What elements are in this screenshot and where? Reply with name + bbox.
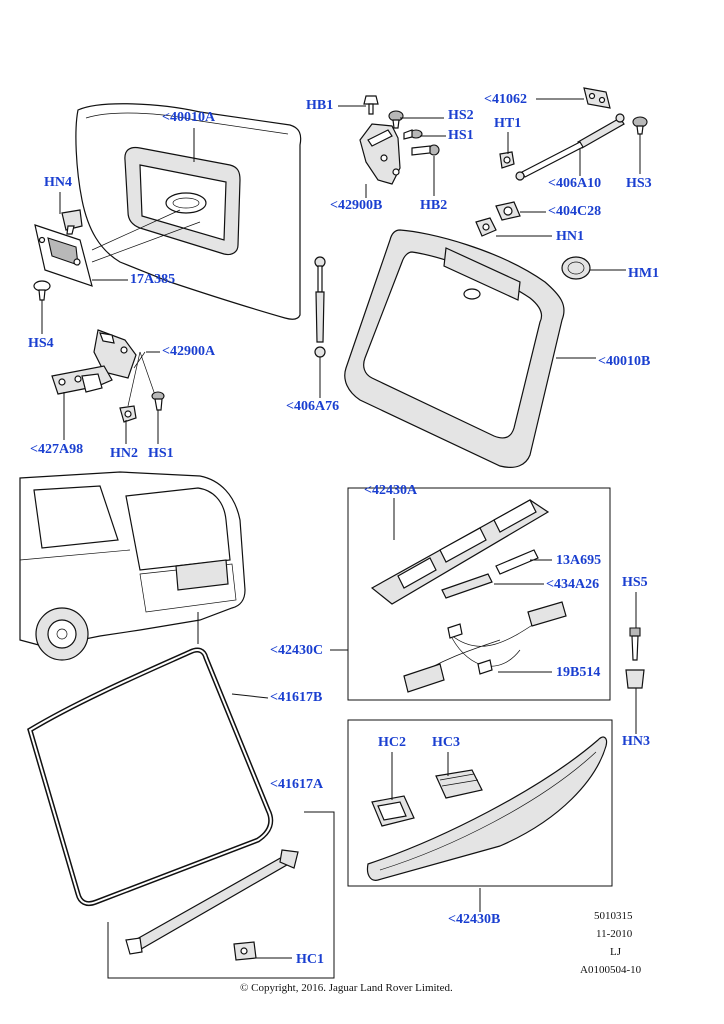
label-hn2: HN2 <box>110 446 138 461</box>
label-41617b: <41617B <box>270 690 323 705</box>
hinge-left-assembly <box>51 329 156 407</box>
hc2-clip <box>371 795 415 827</box>
label-13a695: 13A695 <box>556 553 602 568</box>
label-hs1-right: HS1 <box>448 128 474 143</box>
leader-lines <box>41 98 641 959</box>
hs4-screw <box>33 280 51 301</box>
label-42900b: <42900B <box>330 198 383 213</box>
label-hc3: HC3 <box>432 735 460 750</box>
label-hb2: HB2 <box>420 198 448 213</box>
label-40010a: <40010A <box>162 110 216 125</box>
hn3-clip <box>625 669 645 689</box>
label-ht1: HT1 <box>494 116 522 131</box>
hs1-screw-right <box>403 129 423 140</box>
label-hc2: HC2 <box>378 735 406 750</box>
hn4-clip <box>61 209 83 235</box>
ht1-stud <box>499 151 515 169</box>
hb2-bolt <box>411 144 440 156</box>
label-41617a: <41617A <box>270 777 324 792</box>
plate-lamp-bracket <box>34 209 201 287</box>
hc1-clip <box>233 941 257 961</box>
label-434a26: <434A26 <box>546 577 600 592</box>
copyright-notice: © Copyright, 2016. Jaguar Land Rover Lim… <box>240 982 453 994</box>
hs3-screw <box>632 116 648 135</box>
hinge-right-assembly <box>359 123 401 185</box>
label-42430c: <42430C <box>270 643 324 658</box>
label-19b514: 19B514 <box>556 665 601 680</box>
label-hn4: HN4 <box>44 175 72 190</box>
label-hn1: HN1 <box>556 229 584 244</box>
drawing-reference: A0100504-10 <box>580 964 642 976</box>
hn2-nut <box>119 405 137 423</box>
label-42430a: <42430A <box>364 483 418 498</box>
label-404c28: <404C28 <box>548 204 602 219</box>
label-hc1: HC1 <box>296 952 324 967</box>
drawing-date: 11-2010 <box>596 928 633 940</box>
label-hs1-left: HS1 <box>148 446 174 461</box>
label-406a76: <406A76 <box>286 399 340 414</box>
hs1-screw-left <box>151 391 165 411</box>
label-hn3: HN3 <box>622 734 650 749</box>
gas-strut-right <box>515 87 625 181</box>
hn1-nut <box>475 217 497 237</box>
label-hs5: HS5 <box>622 575 648 590</box>
tailgate-outer-panel <box>75 103 302 320</box>
label-hs4: HS4 <box>28 336 54 351</box>
label-hs2: HS2 <box>448 108 474 123</box>
gas-strut-left <box>314 256 326 358</box>
label-hs3: HS3 <box>626 176 652 191</box>
drawing-initials: LJ <box>610 946 621 958</box>
tailgate-seal <box>27 647 274 907</box>
p404c28-grommet <box>495 201 521 221</box>
box-41617a <box>107 811 335 979</box>
label-40010b: <40010B <box>598 354 651 369</box>
hb1-bolt <box>363 95 379 115</box>
hm1-cap <box>561 256 591 280</box>
hs5-screw <box>629 627 641 661</box>
drawing-code: 5010315 <box>594 910 633 922</box>
label-42900a: <42900A <box>162 344 216 359</box>
box-42430c <box>347 487 611 701</box>
label-17a385: 17A385 <box>130 272 176 287</box>
tailgate-inner-frame <box>344 229 565 468</box>
label-406a10: <406A10 <box>548 176 602 191</box>
vehicle-rear-view <box>19 471 246 661</box>
hc3-clip <box>435 769 483 799</box>
box-42430b <box>347 719 613 887</box>
label-427a98: <427A98 <box>30 442 84 457</box>
label-42430b: <42430B <box>448 912 501 927</box>
label-hm1: HM1 <box>628 266 660 281</box>
label-hb1: HB1 <box>306 98 334 113</box>
hs2-screw <box>388 110 404 129</box>
label-41062: <41062 <box>484 92 527 107</box>
